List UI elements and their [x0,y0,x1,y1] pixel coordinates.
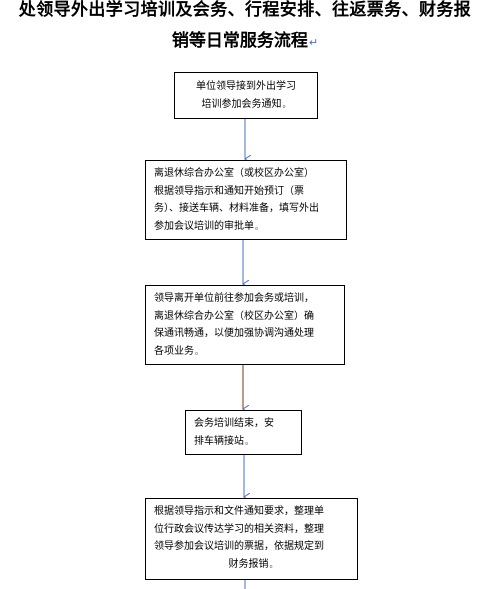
flow-step-4-line-1: 会务培训结束，安 [194,418,274,429]
document-title-text-1: 处领导外出学习培训及会务、行程安排、往返票务、财务报 [18,0,472,20]
flow-step-2-line-1: 离退休综合办公室（或校区办公室） [154,168,314,179]
flow-step-2-line-2: 根据领导指示和通知开始预订（票 [154,185,304,197]
flow-step-3-line-3: 保通讯畅通，以便加强协调沟通处理 [154,328,314,339]
document-title-text-2: 销等日常服务流程 [171,31,308,51]
flow-step-3-text: 领导离开单位前往参加会务或培训， 离退休综合办公室（校区办公室）确 保通讯畅通，… [154,290,338,360]
flow-step-5-line-3: 领导参加会议培训的票据，依据规定到 [154,541,324,552]
flow-step-2-text: 离退休综合办公室（或校区办公室） 根据领导指示和通知开始预订（票 务）、接送车辆… [154,165,340,235]
flow-step-1-line-2: 培训参加会务通知。 [201,98,291,110]
flow-step-3-departure-coordination: 领导离开单位前往参加会务或培训， 离退休综合办公室（校区办公室）确 保通讯畅通，… [145,285,345,365]
flow-step-2-line-3: 务）、接送车辆、材料准备，填写外出 [154,203,319,214]
flow-step-1-text: 单位领导接到外出学习 培训参加会务通知。 [179,78,313,113]
flow-step-2-line-4: 参加会议培训的审批单。 [154,220,263,232]
paragraph-mark-icon: ↵ [308,36,319,49]
flow-step-5-line-2: 位行政会议传达学习的相关资料，整理 [154,523,324,535]
flow-step-1-receive-notice: 单位领导接到外出学习 培训参加会务通知。 [174,72,318,119]
flow-step-1-line-1: 单位领导接到外出学习 [196,81,296,92]
flow-step-2-booking-preparation: 离退休综合办公室（或校区办公室） 根据领导指示和通知开始预订（票 务）、接送车辆… [145,160,347,240]
flow-step-4-line-2: 排车辆接站。 [194,435,253,447]
flow-step-4-text: 会务培训结束，安 排车辆接站。 [194,415,295,450]
flow-step-3-line-2: 离退休综合办公室（校区办公室）确 [154,310,314,322]
flow-step-3-line-4: 各项业务。 [154,345,203,357]
document-title-line-2: 销等日常服务流程↵ [0,31,490,53]
flow-step-5-reimbursement: 根据领导指示和文件通知要求，整理单 位行政会议传达学习的相关资料，整理 领导参加… [145,498,358,580]
flow-step-5-text: 根据领导指示和文件通知要求，整理单 位行政会议传达学习的相关资料，整理 领导参加… [154,503,352,573]
flow-step-5-line-1: 根据领导指示和文件通知要求，整理单 [154,506,324,517]
flow-step-3-line-1: 领导离开单位前往参加会务或培训， [154,293,314,304]
document-title-line-1: 处领导外出学习培训及会务、行程安排、往返票务、财务报 [0,0,490,20]
flow-step-5-line-4: 财务报销。 [228,558,278,570]
flow-step-4-pickup-arrangement: 会务培训结束，安 排车辆接站。 [185,410,302,455]
